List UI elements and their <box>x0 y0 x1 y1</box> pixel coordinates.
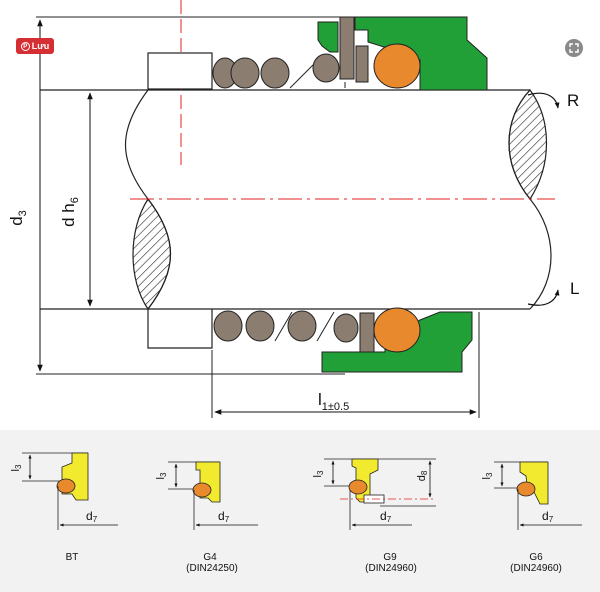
g6-d7-label: d7 <box>542 509 554 524</box>
bt-l3-label: l3 <box>10 464 23 471</box>
seal-assembly-top <box>147 16 488 91</box>
seat-variant-g9: l3 d8 d7 G9 (DIN24960) <box>312 458 436 574</box>
green-seal-part <box>317 21 339 53</box>
ring-top <box>355 45 369 83</box>
g9-standard: (DIN24960) <box>365 563 417 574</box>
seat-variant-bt: l3 d7 BT <box>10 452 118 563</box>
g9-d7-label: d7 <box>380 509 392 524</box>
seat-variant-g6: l3 d7 G6 (DIN24960) <box>481 461 582 574</box>
g4-l3-label: l3 <box>155 472 168 479</box>
dh6-label: d h6 <box>59 197 81 227</box>
save-button-label: Lưu <box>31 41 50 51</box>
g4-d7-label: d7 <box>218 509 230 524</box>
oring-top <box>373 43 421 89</box>
stationary-seat-top <box>354 16 488 91</box>
l1-label: l1±0.5 <box>318 390 349 413</box>
rotating-ring-top <box>339 16 355 80</box>
spring-wire <box>316 311 335 342</box>
rotation-l-arrow <box>527 289 560 306</box>
ring-bottom <box>359 312 375 354</box>
right-break-hatch <box>508 89 548 201</box>
spring-coil <box>245 310 275 342</box>
shaft <box>40 89 552 311</box>
retainer-top <box>147 52 213 90</box>
main-seal-diagram: d3 d h6 l1±0.5 R L <box>7 0 579 418</box>
spring-coil <box>333 313 359 343</box>
g6-l3-label: l3 <box>481 472 494 479</box>
retainer-bottom <box>147 309 213 349</box>
seat-variant-g4: l3 d7 G4 (DIN24250) <box>155 461 258 574</box>
expand-icon <box>569 43 579 53</box>
g6-name: G6 <box>529 552 543 563</box>
bt-oring <box>56 478 76 494</box>
g9-oring <box>348 479 368 495</box>
save-button[interactable]: P Lưu <box>16 38 54 54</box>
rotation-l-label: L <box>570 279 579 298</box>
oring-bottom <box>373 307 421 353</box>
bt-d7-label: d7 <box>86 509 98 524</box>
g4-name: G4 <box>203 552 217 563</box>
spring-wire <box>274 311 293 342</box>
g9-name: G9 <box>383 552 397 563</box>
g9-d8-label: d8 <box>416 470 429 481</box>
seal-assembly-bottom <box>147 307 473 373</box>
spring-coil <box>230 57 260 89</box>
g6-oring <box>516 481 536 497</box>
g9-l3-label: l3 <box>312 470 325 477</box>
pinterest-icon: P <box>20 41 30 51</box>
g6-standard: (DIN24960) <box>510 563 562 574</box>
spring-coil <box>213 310 243 342</box>
g4-standard: (DIN24250) <box>186 563 238 574</box>
g4-oring <box>192 482 212 498</box>
rotation-r-arrow <box>527 92 560 109</box>
left-break-hatch <box>132 197 172 311</box>
spring-coil <box>260 57 290 89</box>
d3-label: d3 <box>7 210 29 226</box>
rotation-r-label: R <box>567 91 579 110</box>
seat-variants-panel <box>0 430 600 592</box>
spring-coil <box>287 310 317 342</box>
expand-button[interactable] <box>565 39 583 57</box>
spring-coil <box>312 53 340 83</box>
bt-name: BT <box>66 552 79 563</box>
